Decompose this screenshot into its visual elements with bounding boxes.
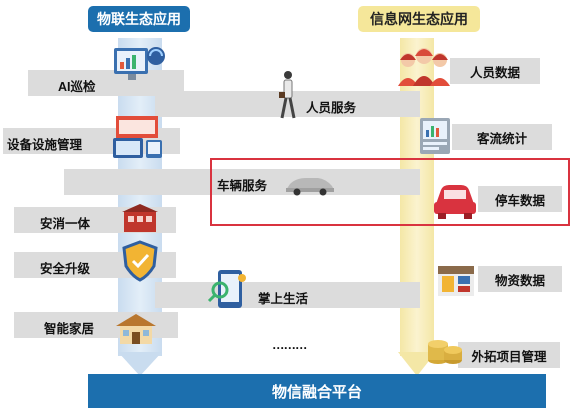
warehouse-icon xyxy=(438,266,474,296)
right-item-parking-box: 停车数据 xyxy=(478,186,562,212)
tablet-search-icon xyxy=(207,270,246,308)
coins-icon xyxy=(428,340,462,364)
left-item-equipment: 设备设施管理 xyxy=(7,138,83,152)
center-item-people-service: 人员服务 xyxy=(306,101,357,115)
right-item-people-data: 人员数据 xyxy=(469,65,520,80)
analytics-board-icon xyxy=(420,118,450,154)
house-icon xyxy=(116,314,156,344)
equipment-devices-icon xyxy=(113,116,162,158)
left-column-title: 物联生态应用 xyxy=(88,6,190,32)
right-item-materials: 物资数据 xyxy=(494,273,545,288)
parking-car-icon xyxy=(434,185,476,219)
center-item-palm-life: 掌上生活 xyxy=(258,292,309,306)
left-arrow-icon xyxy=(118,352,162,376)
bar-row-palm-life xyxy=(155,282,420,308)
right-item-parking: 停车数据 xyxy=(494,193,545,208)
highlight-frame xyxy=(210,158,570,226)
right-item-external-projects: 外拓项目管理 xyxy=(471,349,547,364)
car-icon xyxy=(286,178,334,196)
right-item-traffic: 客流统计 xyxy=(476,131,527,146)
right-item-external-box: 外拓项目管理 xyxy=(458,342,560,368)
center-item-more: ……… xyxy=(272,338,307,352)
fire-building-icon xyxy=(122,204,158,232)
right-item-materials-box: 物资数据 xyxy=(478,266,562,292)
left-item-ai-inspection: AI巡检 xyxy=(58,80,96,94)
shield-icon xyxy=(122,240,158,282)
bar-row-vehicle xyxy=(64,169,420,195)
center-item-vehicle-service: 车辆服务 xyxy=(217,179,268,193)
right-item-people-data-box: 人员数据 xyxy=(450,58,540,84)
left-item-safety-upgrade: 安全升级 xyxy=(40,262,91,276)
monitor-analytics-icon xyxy=(114,47,165,80)
bottom-platform-bar: 物信融合平台 xyxy=(88,374,546,408)
people-group-icon xyxy=(398,48,450,86)
walking-person-icon xyxy=(279,71,296,119)
right-arrow-icon xyxy=(398,352,436,376)
bottom-platform-label: 物信融合平台 xyxy=(271,383,362,401)
right-item-traffic-box: 客流统计 xyxy=(452,124,552,150)
left-item-smart-home: 智能家居 xyxy=(44,322,95,336)
left-item-security-fire: 安消一体 xyxy=(40,217,91,231)
right-column-title: 信息网生态应用 xyxy=(358,6,480,32)
